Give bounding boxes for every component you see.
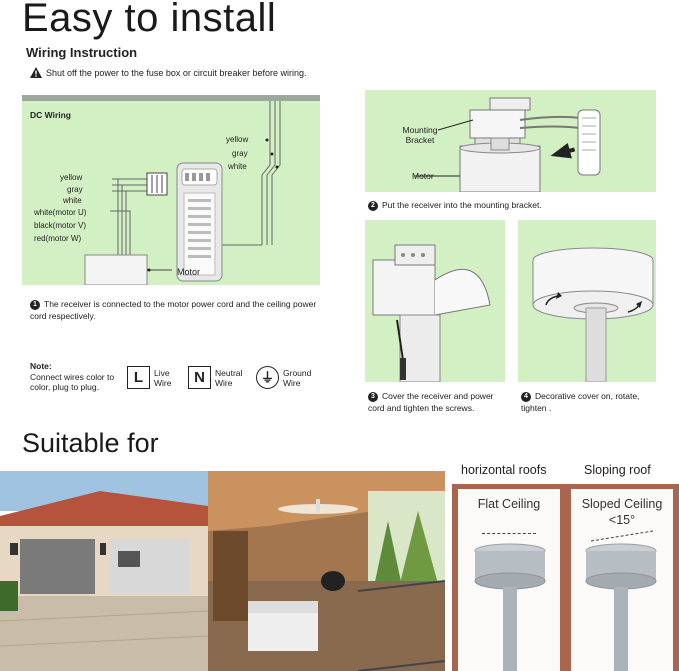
flat-ceiling-inner: Flat Ceiling (458, 489, 560, 671)
wiring-instruction-title: Wiring Instruction (26, 45, 138, 60)
step-2-number: 2 (368, 200, 378, 211)
porch-photo (208, 471, 445, 671)
dc-wiring-label: DC Wiring (30, 110, 72, 120)
flat-ceiling-frame: Flat Ceiling (452, 484, 566, 671)
sloped-ceiling-label: Sloped Ceiling (581, 497, 663, 511)
flat-ceiling-line (482, 533, 536, 534)
dc-wiring-diagram (22, 95, 320, 285)
garage-photo-art (0, 471, 208, 671)
sloped-canopy-art (585, 543, 657, 671)
left-wire-gray: gray (67, 185, 83, 194)
top-wire-yellow: yellow (226, 135, 249, 144)
top-wire-gray: gray (232, 149, 248, 158)
step-2-caption: 2 Put the receiver into the mounting brac… (368, 199, 658, 211)
left-wire-motor-v: black(motor V) (34, 221, 87, 230)
step-3-text: Cover the receiver and power cord and ti… (368, 391, 494, 413)
left-wire-white: white (63, 196, 82, 205)
wiring-warning: Shut off the power to the fuse box or ci… (30, 67, 306, 78)
ground-wire-label: Ground Wire (283, 367, 312, 388)
dc-wiring-panel: DC Wiring yellow gray white yellow gray … (22, 95, 320, 285)
note-title: Note: (30, 361, 52, 371)
suitable-for-heading: Suitable for (22, 428, 159, 458)
garage-photo (0, 471, 208, 671)
sloping-roof-label: Sloping roof (584, 463, 651, 477)
horizontal-roofs-label: horizontal roofs (461, 463, 547, 477)
step-1-number: 1 (30, 299, 40, 310)
bracket-diagram (415, 97, 601, 192)
cover-receiver-panel (365, 220, 505, 382)
left-wire-motor-w: red(motor W) (34, 234, 82, 243)
top-wire-white: white (228, 162, 247, 171)
neutral-wire-icon: N (188, 366, 211, 389)
sloped-ceiling-line (590, 530, 654, 542)
legend-live: L Live Wire (127, 366, 180, 389)
cover-receiver-diagram (372, 244, 491, 382)
warning-text: Shut off the power to the fuse box or ci… (46, 67, 307, 78)
live-wire-icon: L (127, 366, 150, 389)
left-wire-motor-u: white(motor U) (34, 208, 87, 217)
legend-ground: ⏚ Ground Wire (256, 366, 319, 389)
ground-wire-icon: ⏚ (256, 366, 279, 389)
live-wire-label: Live Wire (154, 367, 172, 388)
mounting-bracket-label: Mounting Bracket (402, 125, 438, 145)
page-title: Easy to install (22, 0, 277, 40)
left-wire-yellow: yellow (60, 173, 83, 182)
porch-photo-art (208, 471, 445, 671)
legend-neutral: N Neutral Wire (188, 366, 251, 389)
bracket-motor-label: Motor (412, 171, 434, 181)
decorative-cover-panel (518, 220, 656, 382)
step-4-text: Decorative cover on, rotate, tighten . (521, 391, 640, 413)
neutral-wire-label: Neutral Wire (215, 367, 243, 388)
motor-label: Motor (177, 267, 201, 277)
step-2-text: Put the receiver into the mounting brack… (382, 200, 542, 210)
step-3-number: 3 (368, 391, 378, 402)
sloped-ceiling-frame: Sloped Ceiling <15° (566, 484, 679, 671)
decorative-cover-diagram (532, 247, 654, 382)
mounting-bracket-panel: Mounting Bracket Motor (365, 90, 656, 192)
step-1-text: The receiver is connected to the motor p… (30, 299, 317, 321)
flat-canopy-art (474, 543, 546, 671)
flat-ceiling-label: Flat Ceiling (477, 497, 541, 511)
note-block: Note: Connect wires color to color, plug… (30, 360, 120, 392)
note-text: Connect wires color to color, plug to pl… (30, 372, 115, 392)
sloped-ceiling-angle: <15° (608, 513, 636, 527)
step-4-number: 4 (521, 391, 531, 402)
sloped-ceiling-inner: Sloped Ceiling <15° (571, 489, 673, 671)
warning-icon (30, 67, 42, 78)
